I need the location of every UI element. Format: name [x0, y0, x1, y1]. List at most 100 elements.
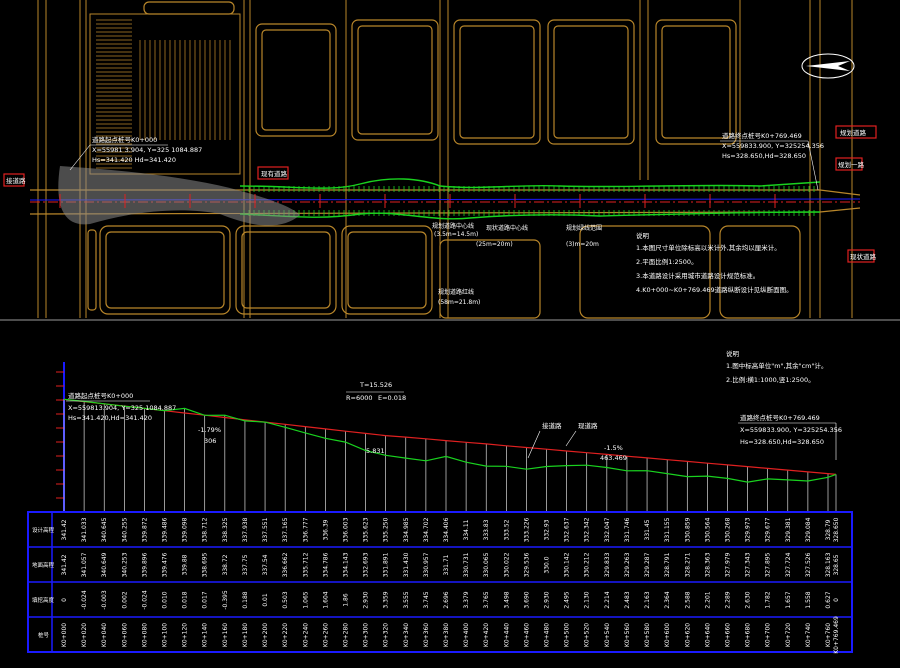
table-cell: 340.649 [101, 552, 108, 577]
table-cell: 340.255 [121, 517, 128, 542]
grade-left-len: 306 [204, 437, 216, 445]
dim-1: (3.5m=14.5m) [434, 231, 478, 238]
table-cell: 330.268 [725, 517, 732, 542]
table-cell: 338.72 [222, 554, 229, 575]
table-cell: K0+600 [664, 623, 671, 647]
row-label-station: 桩号 [38, 631, 50, 639]
table-cell: 339.098 [182, 517, 189, 542]
profile-start-coords: X=559813.904, Y=325 1084.887 [68, 404, 176, 412]
table-cell: 0.01 [262, 593, 269, 607]
grade-right-pct: -1.5% [604, 444, 623, 452]
callout-right-mid: 规划一路 [838, 160, 865, 169]
plan-note-4: 4.K0+000~K0+769.469道路纵断设计见纵断面图。 [636, 285, 793, 294]
table-cell: 3.555 [403, 591, 410, 608]
dim-4: (58m=21.8m) [438, 299, 480, 306]
table-cell: K0+000 [61, 623, 68, 647]
table-cell: 339.88 [182, 554, 189, 575]
table-cell: 1.657 [785, 591, 792, 608]
table-cell: -0.003 [101, 590, 108, 610]
table-cell: K0+540 [604, 623, 611, 647]
plan-end-elev: Hs=328.650,Hd=328.650 [722, 152, 806, 160]
table-cell: 1.86 [343, 593, 350, 607]
plan-dims: (3.5m=14.5m) (25m=20m) (3)m=20m (58m=21.… [432, 222, 602, 306]
table-cell: K0+620 [684, 623, 691, 647]
row-label-ground: 地面高程 [32, 561, 55, 569]
callout-left: 接道路 [6, 176, 26, 185]
table-cell: 327.895 [765, 552, 772, 577]
plan-start-elev: Hs=341.420 Hd=341.420 [92, 156, 176, 164]
table-cell: K0+769.469 [833, 616, 840, 654]
table-cell: 338.712 [202, 517, 209, 542]
table-cell: K0+380 [443, 623, 450, 647]
table-cell: 2.630 [745, 591, 752, 608]
table-cell: 335.250 [383, 517, 390, 542]
table-cell: 332.93 [544, 519, 551, 540]
table-cell: 328.79 [825, 519, 832, 540]
table-cell: 329.263 [624, 552, 631, 577]
table-cell: K0+320 [383, 623, 390, 647]
curve-t: T=15.526 [359, 381, 392, 389]
table-cell: K0+360 [423, 623, 430, 647]
table-cell: 334.786 [322, 552, 329, 577]
table-cell: 3.765 [483, 591, 490, 608]
table-cell: K0+080 [141, 623, 148, 647]
table-cell: K0+480 [544, 623, 551, 647]
table-cell: 337.551 [262, 517, 269, 542]
table-cell: 330.065 [483, 552, 490, 577]
table-cell: -0.024 [141, 590, 148, 610]
plan-notes-title: 说明 [636, 231, 650, 240]
table-cell: 338.695 [202, 552, 209, 577]
plan-note-1: 1.本图尺寸单位除标高以米计外,其余均以厘米计。 [636, 243, 781, 252]
table-cell: 337.165 [282, 517, 289, 542]
table-cell: 2.588 [684, 591, 691, 608]
table-cell: 339.486 [162, 517, 169, 542]
table-cell: 341.057 [81, 552, 88, 577]
table-cell: K0+100 [162, 623, 169, 647]
table-cell: 331.430 [403, 552, 410, 577]
table-cell: 327.724 [785, 552, 792, 577]
callout-right-bottom: 现状道路 [850, 252, 877, 261]
table-cell: K0+200 [262, 623, 269, 647]
table-cell: K0+720 [785, 623, 792, 647]
table-cell: 1.604 [322, 591, 329, 608]
table-cell: 336.777 [302, 517, 309, 542]
row-label-design: 设计高程 [32, 526, 55, 534]
profile-view: 道路起点桩号K0+000 X=559813.904, Y=325 1084.88… [27, 349, 853, 654]
table-cell: 2.930 [363, 591, 370, 608]
table-cell: K0+420 [483, 623, 490, 647]
table-cell: 330.0 [544, 556, 551, 573]
table-cell: 329.084 [805, 517, 812, 542]
profile-end-coords: X=559833.900, Y=325254.356 [740, 426, 842, 434]
table-cell: 333.226 [523, 517, 530, 542]
table-cell: 2.696 [443, 591, 450, 608]
table-cell: 0.002 [121, 591, 128, 608]
table-cell: 1.065 [302, 591, 309, 608]
table-cell: K0+520 [584, 623, 591, 647]
table-cell: K0+580 [644, 623, 651, 647]
table-cell: 330.731 [463, 552, 470, 577]
table-cell: 334.406 [443, 517, 450, 542]
parcel-lines [0, 0, 900, 321]
table-cell: K0+660 [725, 623, 732, 647]
profile-start-title: 道路起点桩号K0+000 [68, 391, 133, 400]
callout-mid: 现有道路 [261, 169, 288, 178]
table-cell: 2.163 [644, 591, 651, 608]
profile-annotations: 道路起点桩号K0+000 X=559813.904, Y=325 1084.88… [66, 349, 842, 462]
north-arrow-icon [801, 53, 855, 79]
table-cell: K0+220 [282, 623, 289, 647]
table-cell: 333.52 [503, 519, 510, 540]
table-cell: 0.503 [282, 591, 289, 608]
table-cell: 330.564 [704, 517, 711, 542]
table-cell: 3.498 [503, 591, 510, 608]
dim-2: (25m=20m) [476, 241, 513, 248]
table-cell: 2.495 [564, 591, 571, 608]
table-cell: 329.973 [745, 517, 752, 542]
building-blocks [87, 1, 801, 319]
table-cell: K0+740 [805, 623, 812, 647]
label-b: 现道路 [578, 421, 598, 430]
table-cell: 329.287 [644, 552, 651, 577]
table-cell: 333.83 [483, 519, 490, 540]
table-cell: 327.526 [805, 552, 812, 577]
mid-note-3: 规划绿线范围 [566, 224, 602, 232]
